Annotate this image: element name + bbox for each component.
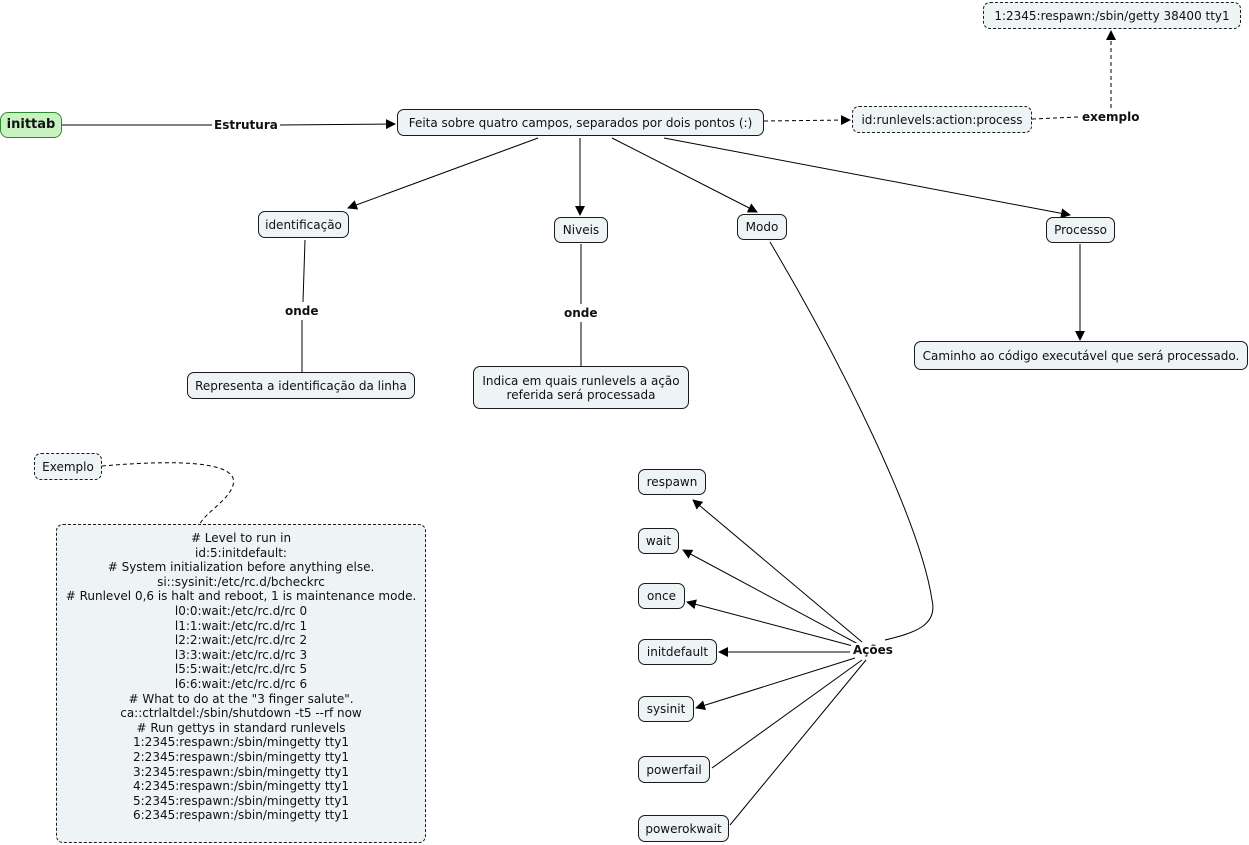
- edge-fields-id: [347, 137, 539, 210]
- edge-format-exemplo: [1031, 116, 1079, 120]
- example-line: 6:2345:respawn:/sbin/mingetty tty1: [133, 808, 349, 823]
- example-line: # Level to run in: [190, 531, 292, 545]
- edge-acoes-wait: [682, 549, 859, 645]
- estrutura-label: Estrutura: [212, 118, 280, 132]
- example-line: 4:2345:respawn:/sbin/mingetty tty1: [133, 779, 349, 794]
- edge-fields-process: [663, 137, 1071, 219]
- where-label-levels: onde: [562, 306, 600, 320]
- action-powerfail[interactable]: powerfail: [638, 756, 710, 783]
- inittab-example-box: # Level to run in id:5:initdefault: # Sy…: [56, 524, 426, 843]
- action-powerokwait[interactable]: powerokwait: [638, 815, 729, 842]
- action-initdefault[interactable]: initdefault: [638, 639, 717, 665]
- example-line: # Runlevel 0,6 is halt and reboot, 1 is …: [65, 589, 417, 604]
- example-line: si::sysinit:/etc/rc.d/bcheckrc: [157, 574, 325, 589]
- exemplo-node[interactable]: Exemplo: [34, 453, 102, 480]
- edge-acoes-powerfail: [711, 659, 863, 769]
- where-label-id: onde: [283, 304, 321, 318]
- id-node[interactable]: identificação: [258, 211, 349, 238]
- edge-acoes-respawn: [692, 499, 863, 643]
- edge-acoes-powerokwait: [729, 659, 867, 826]
- edge-fields-mode: [611, 137, 758, 213]
- example-line: l6:6:wait:/etc/rc.d/rc 6: [174, 676, 308, 691]
- action-sysinit[interactable]: sysinit: [638, 696, 694, 722]
- example-line: 2:2345:respawn:/sbin/mingetty tty1: [133, 749, 349, 764]
- example-line: ca::ctrlaltdel:/sbin/shutdown -t5 --rf n…: [120, 706, 362, 721]
- levels-desc-node[interactable]: Indica em quais runlevels a ação referid…: [473, 366, 689, 409]
- example-line: l2:2:wait:/etc/rc.d/rc 2: [174, 633, 308, 648]
- edge-id-onde: [302, 239, 306, 303]
- exemplo-label: exemplo: [1080, 110, 1142, 124]
- edge-acoes-sysinit: [695, 657, 856, 711]
- example-line: # System initialization before anything …: [107, 560, 375, 575]
- example-line: l3:3:wait:/etc/rc.d/rc 3: [174, 647, 308, 662]
- example-line: # Run gettys in standard runlevels: [136, 720, 346, 735]
- example-line: l5:5:wait:/etc/rc.d/rc 5: [174, 662, 308, 677]
- root-node[interactable]: inittab: [0, 112, 62, 138]
- action-respawn[interactable]: respawn: [638, 469, 706, 495]
- edge-acoes-once: [686, 599, 854, 647]
- example-line-node[interactable]: 1:2345:respawn:/sbin/getty 38400 tty1: [983, 2, 1241, 29]
- example-line: id:5:initdefault:: [195, 545, 287, 560]
- process-node[interactable]: Processo: [1046, 217, 1115, 243]
- action-once[interactable]: once: [638, 583, 685, 609]
- example-line: l0:0:wait:/etc/rc.d/rc 0: [174, 603, 308, 618]
- fields-node[interactable]: Feita sobre quatro campos, separados por…: [397, 109, 764, 136]
- example-line: 3:2345:respawn:/sbin/mingetty tty1: [133, 764, 349, 779]
- example-line: # What to do at the "3 finger salute".: [128, 691, 354, 706]
- action-wait[interactable]: wait: [638, 528, 679, 554]
- edge-exemplo-box: [101, 462, 234, 525]
- id-desc-node[interactable]: Representa a identificação da linha: [187, 372, 415, 399]
- example-line: 5:2345:respawn:/sbin/mingetty tty1: [133, 793, 349, 808]
- edge-estrutura-fields: [279, 119, 396, 130]
- edge-mode-acoes: [769, 241, 934, 641]
- process-desc-node[interactable]: Caminho ao código executável que será pr…: [914, 341, 1248, 370]
- format-node[interactable]: id:runlevels:action:process: [852, 106, 1032, 133]
- levels-node[interactable]: Niveis: [554, 217, 608, 243]
- mode-node[interactable]: Modo: [737, 214, 787, 240]
- example-line: 1:2345:respawn:/sbin/mingetty tty1: [133, 735, 349, 750]
- actions-label: Ações: [851, 643, 895, 657]
- example-line: l1:1:wait:/etc/rc.d/rc 1: [174, 618, 308, 633]
- edge-fields-format: [763, 115, 851, 126]
